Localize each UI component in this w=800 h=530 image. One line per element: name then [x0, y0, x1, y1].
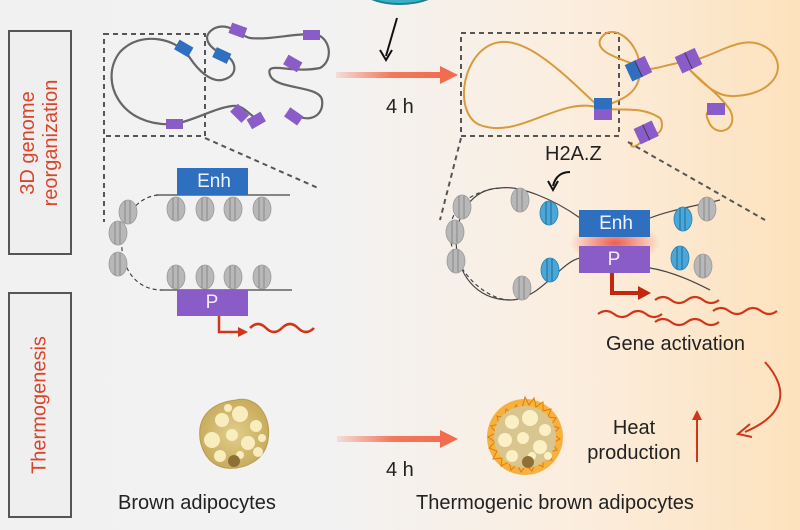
promoter-site [166, 119, 183, 129]
stimulus-arrow [385, 17, 398, 57]
section-label-3d-genome: 3D genome reorganization [8, 30, 72, 255]
chromatin-loop-after [445, 187, 721, 301]
thermogenic-adipocytes-label: Thermogenic brown adipocytes [416, 492, 694, 514]
transcript-wave [249, 322, 315, 334]
brown-adipocyte-icon [199, 398, 270, 469]
feedback-arrow [744, 361, 782, 433]
chromatin-before [103, 25, 330, 137]
chromatin-sites-after [594, 47, 725, 145]
transcription-arrow [217, 316, 240, 334]
enhancer-site [174, 39, 194, 58]
zoom-box-left [103, 33, 206, 137]
promoter-label-after: P [607, 249, 621, 270]
heat-production-line2: production [587, 442, 681, 464]
chromatin-after [460, 30, 779, 148]
promoter-label-before: P [205, 292, 219, 313]
heat-production-line1: Heat [612, 417, 656, 439]
promoter-site [303, 30, 320, 40]
chromatin-loop-before [108, 194, 292, 291]
promoter-site [284, 107, 304, 126]
enhancer-label-after: Enh [599, 213, 633, 234]
promoter-site [707, 103, 725, 115]
heat-production-label: Heat production [575, 416, 693, 466]
promoter-site [283, 54, 303, 73]
transcription-arrow-active [610, 273, 640, 295]
time-label-bottom: 4 h [386, 459, 414, 481]
chromatin-fiber-before [110, 25, 330, 126]
enhancer-site [594, 98, 612, 109]
zoom-box-right [460, 32, 620, 137]
promoter-site [228, 22, 248, 39]
promoter-site [594, 109, 612, 120]
time-arrow-top [336, 72, 446, 78]
enhancer-site [212, 47, 232, 64]
h2az-label: H2A.Z [545, 143, 602, 165]
chromatin-sites-before [166, 22, 320, 130]
promoter-box-before [177, 290, 248, 316]
brown-adipocytes-label: Brown adipocytes [118, 492, 276, 514]
enhancer-label-before: Enh [197, 171, 231, 192]
time-label-top: 4 h [386, 96, 414, 118]
thermogenic-adipocyte-icon [487, 395, 563, 475]
gene-activation-label: Gene activation [606, 333, 745, 355]
section-label-thermogenesis: Thermogenesis [8, 292, 72, 518]
transcript-waves [597, 295, 778, 327]
stimulus-cell-icon [371, 0, 429, 5]
promoter-box-after [579, 246, 650, 273]
enhancer-box-after [579, 210, 650, 237]
promoter-site [246, 111, 266, 130]
promoter-site [230, 103, 250, 123]
enhancer-box-before [177, 168, 248, 195]
time-arrow-bottom [337, 436, 447, 442]
h2az-arrow [552, 171, 571, 187]
